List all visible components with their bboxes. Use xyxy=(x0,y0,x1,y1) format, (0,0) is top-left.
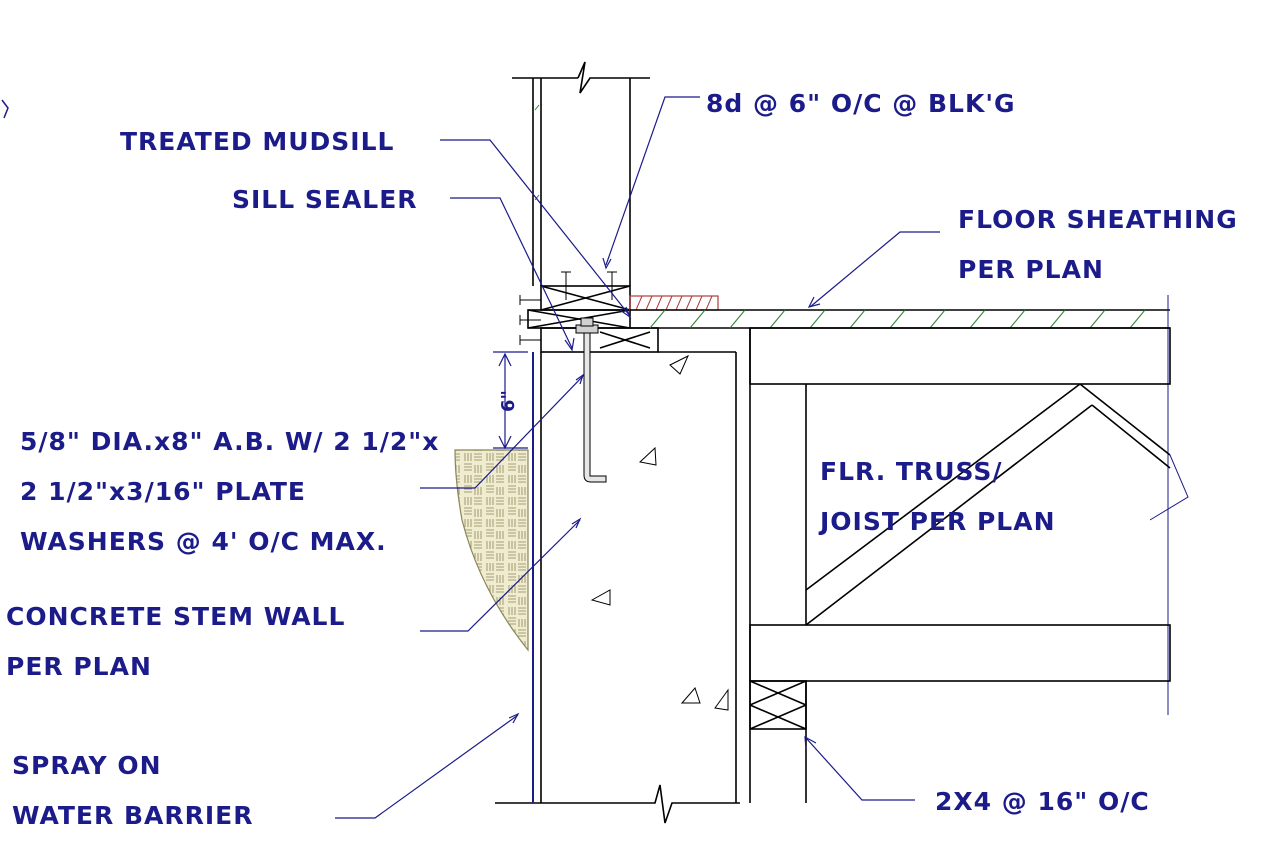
label-sheathing-1: FLOOR SHEATHING xyxy=(958,205,1238,234)
rim-blocking xyxy=(527,285,631,329)
label-mudsill: TREATED MUDSILL xyxy=(120,127,394,156)
treated-mudsill xyxy=(540,327,659,353)
dimension-6in xyxy=(493,351,528,450)
label-nailing: 8d @ 6" O/C @ BLK'G xyxy=(706,89,1016,118)
dimension-label: 6" xyxy=(498,390,519,412)
label-truss-2: JOIST PER PLAN xyxy=(818,507,1056,536)
wall-framing xyxy=(512,61,650,286)
nail-markers xyxy=(519,271,617,345)
leader-lines xyxy=(335,96,940,819)
label-blocking: 2X4 @ 16" O/C xyxy=(935,787,1150,816)
label-sheathing-2: PER PLAN xyxy=(958,255,1104,284)
label-sill-sealer: SILL SEALER xyxy=(232,185,418,214)
label-barrier-1: SPRAY ON xyxy=(12,751,162,780)
floor-truss xyxy=(749,327,1189,803)
floor-sheathing xyxy=(630,295,1170,715)
label-barrier-2: WATER BARRIER xyxy=(12,801,253,830)
blocking-2x4 xyxy=(749,680,807,803)
label-anchor-2: 2 1/2"x3/16" PLATE xyxy=(20,477,306,506)
label-anchor-1: 5/8" DIA.x8" A.B. W/ 2 1/2"x xyxy=(20,427,439,456)
concrete-stem-wall xyxy=(495,351,740,824)
sill-sealer-hatch xyxy=(629,295,719,311)
label-truss-1: FLR. TRUSS/ xyxy=(820,457,1003,486)
anchor-bolt xyxy=(575,317,607,483)
soil-backfill xyxy=(454,449,529,652)
label-anchor-3: WASHERS @ 4' O/C MAX. xyxy=(20,527,387,556)
label-stem-1: CONCRETE STEM WALL xyxy=(6,602,345,631)
label-stem-2: PER PLAN xyxy=(6,652,152,681)
edge-mark xyxy=(1,99,9,119)
